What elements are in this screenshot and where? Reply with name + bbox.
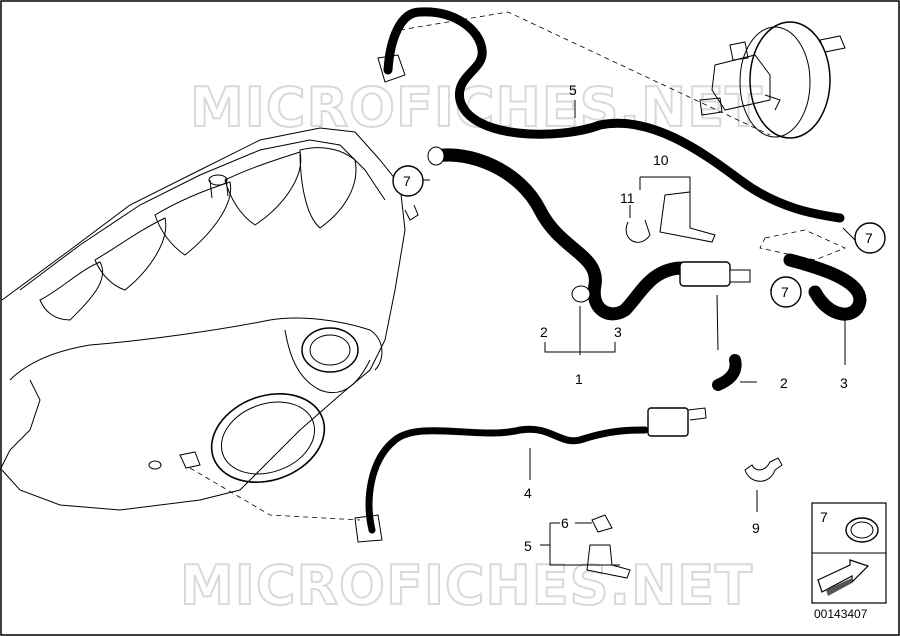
circle-callout-7-right: 7 [854, 222, 886, 254]
hose-4-fill [367, 427, 647, 532]
svg-text:7: 7 [865, 230, 873, 246]
vacuum-valve-port [687, 407, 707, 421]
hose-2-connector-line [716, 294, 719, 351]
arrow-icon [817, 559, 870, 593]
check-valve-outlet [729, 269, 751, 283]
svg-text:7: 7 [403, 173, 411, 189]
leader-lines [415, 100, 856, 566]
callout-4: 4 [524, 485, 532, 501]
clip-6 [591, 514, 613, 533]
legend-box: 7 [811, 502, 887, 604]
drawing-number: 00143407 [814, 607, 868, 621]
hose-4-connector [354, 514, 383, 543]
circle-callout-7-middle: 7 [770, 276, 802, 308]
callout-3-right: 3 [840, 375, 848, 391]
vacuum-valve [647, 407, 689, 437]
hose-8-connector [377, 54, 406, 83]
dashed-connection-lines [189, 11, 847, 521]
callout-6: 6 [561, 515, 569, 531]
callout-2-top: 2 [540, 324, 548, 340]
callout-10: 10 [653, 152, 669, 168]
hose-1-fill [431, 150, 685, 319]
bracket-5 [586, 544, 631, 579]
callout-2-right: 2 [780, 375, 788, 391]
callout-5: 5 [524, 538, 532, 554]
hose-3-fill [785, 255, 865, 320]
watermark-top: MICROFICHES.NET [190, 76, 763, 139]
bracket-10 [659, 191, 716, 243]
intake-manifold-illustration [0, 127, 419, 511]
hose-clamp-icon [845, 517, 879, 543]
legend-label-7: 7 [820, 509, 828, 525]
hose-2-fill [713, 355, 741, 390]
circle-callout-7-left: 7 [392, 165, 424, 197]
callout-8: 5 [569, 82, 577, 98]
svg-text:7: 7 [781, 284, 789, 300]
clip-11 [625, 219, 651, 243]
callout-11: 11 [620, 190, 635, 206]
check-valve [679, 261, 731, 287]
callout-3-top: 3 [614, 324, 622, 340]
hose-1-end [427, 146, 445, 166]
hose-8-fill [385, 8, 843, 221]
hose-4-outline [365, 425, 649, 534]
clip-9 [744, 457, 783, 482]
brake-booster-illustration [699, 21, 846, 139]
callout-1: 1 [575, 371, 583, 387]
callout-9: 9 [752, 520, 760, 536]
watermark-bottom: MICROFICHES.NET [180, 554, 753, 617]
hose-1-junction [571, 285, 591, 303]
